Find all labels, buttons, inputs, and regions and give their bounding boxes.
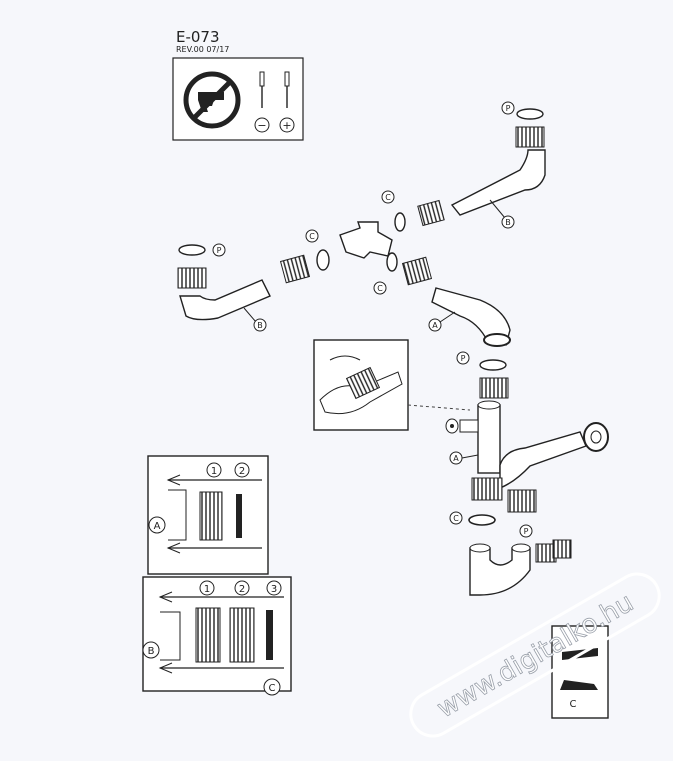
step-number: 2 bbox=[239, 466, 245, 477]
plus-symbol: + bbox=[282, 119, 291, 132]
document-code: E-073 bbox=[176, 28, 220, 46]
label-b: B bbox=[148, 646, 155, 657]
screwdriver-plus-icon: + bbox=[279, 71, 295, 133]
label-a: A bbox=[154, 521, 161, 532]
no-power-drill-icon bbox=[183, 71, 241, 129]
t-junction-assembly: C C C bbox=[279, 190, 445, 295]
label-c: C bbox=[570, 699, 577, 710]
nut bbox=[279, 254, 311, 284]
washer-p bbox=[479, 359, 507, 371]
label-b: B bbox=[257, 321, 263, 330]
label-c: C bbox=[377, 284, 383, 293]
nut bbox=[515, 126, 545, 148]
warning-box: − + bbox=[172, 57, 304, 141]
top-right-elbow-assembly: P B bbox=[450, 101, 546, 229]
nut bbox=[199, 491, 223, 541]
revision-label: REV.00 07/17 bbox=[176, 45, 229, 54]
gasket bbox=[266, 610, 273, 660]
nut bbox=[195, 607, 221, 663]
left-elbow-assembly: P B bbox=[177, 243, 271, 332]
nut bbox=[479, 377, 509, 399]
label-p: P bbox=[461, 354, 466, 363]
hand-tighten-detail bbox=[313, 339, 471, 431]
watermark: www.digitalko.hu bbox=[409, 572, 661, 738]
trap-assembly: P A C P bbox=[445, 351, 609, 596]
horizontal-outlet-pipe bbox=[499, 431, 587, 490]
step-number: 2 bbox=[239, 584, 245, 595]
nut bbox=[417, 199, 445, 227]
instruction-panel-b: 1 2 3 B C bbox=[142, 576, 292, 696]
nut bbox=[507, 489, 537, 513]
step-number: 1 bbox=[204, 584, 210, 595]
wall-flange bbox=[583, 422, 609, 452]
ring-c bbox=[316, 249, 330, 271]
minus-symbol: − bbox=[257, 119, 266, 132]
step-number: 3 bbox=[271, 584, 277, 595]
ring-c bbox=[386, 252, 398, 272]
label-c: C bbox=[385, 193, 391, 202]
label-p: P bbox=[506, 104, 511, 113]
gasket bbox=[236, 494, 242, 538]
label-p: P bbox=[217, 246, 222, 255]
bottle-trap-body bbox=[469, 547, 531, 596]
gasket-c-panel: C bbox=[551, 625, 609, 719]
nut bbox=[471, 477, 503, 501]
pipe-b-left bbox=[179, 279, 271, 321]
label-b: B bbox=[505, 218, 511, 227]
nut bbox=[177, 267, 207, 289]
ring-c bbox=[394, 212, 406, 232]
label-a: A bbox=[453, 454, 459, 463]
ring-c bbox=[468, 514, 496, 526]
washer-p bbox=[516, 108, 544, 120]
label-a: A bbox=[432, 321, 438, 330]
label-c: C bbox=[269, 683, 276, 694]
t-junction bbox=[339, 221, 393, 259]
vertical-pipe-a bbox=[477, 404, 501, 474]
step-number: 1 bbox=[211, 466, 217, 477]
label-c: C bbox=[453, 514, 459, 523]
pipe-a-elbow: A bbox=[428, 287, 511, 347]
label-c: C bbox=[309, 232, 315, 241]
pipe-b-top bbox=[450, 149, 546, 216]
washer-p bbox=[178, 244, 206, 256]
nut bbox=[552, 539, 572, 559]
nut bbox=[229, 607, 255, 663]
nut bbox=[401, 256, 433, 286]
label-p: P bbox=[524, 527, 529, 536]
instruction-panel-a: 1 2 A bbox=[147, 455, 269, 575]
screwdriver-minus-icon: − bbox=[254, 71, 270, 133]
